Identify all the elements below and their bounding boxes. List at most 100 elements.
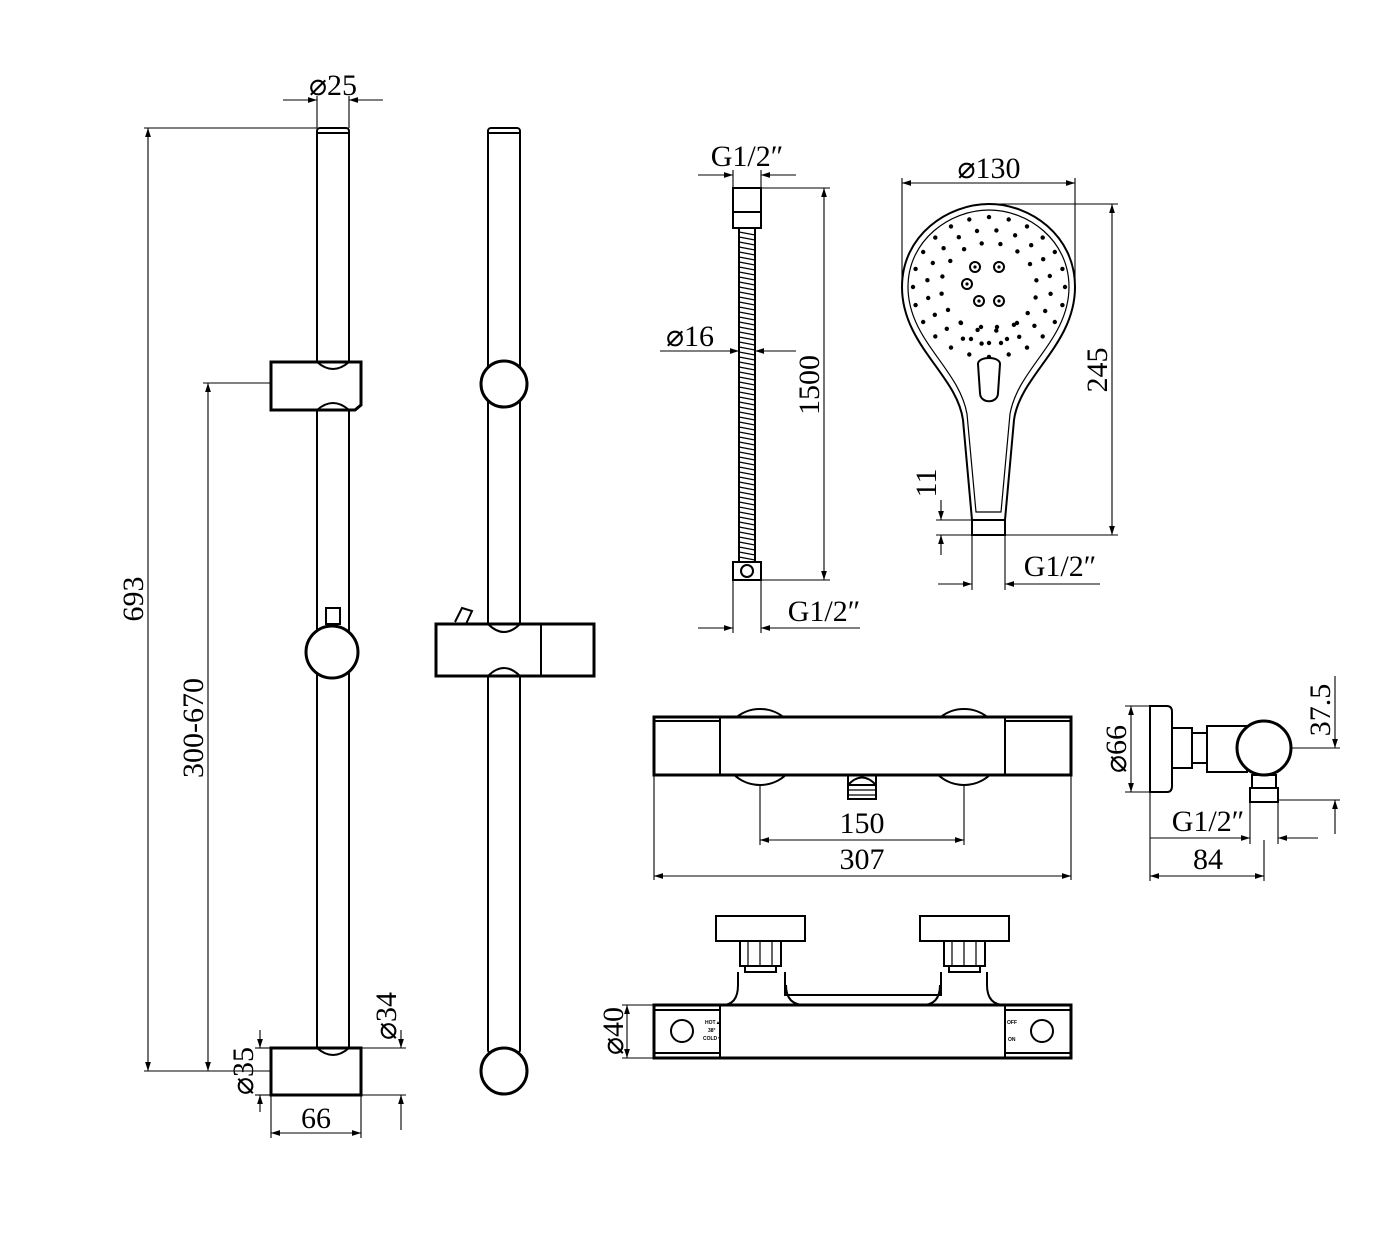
nozzle-dot bbox=[994, 228, 999, 233]
nozzle-dot bbox=[933, 235, 938, 240]
nozzle-dot bbox=[945, 307, 951, 313]
nozzle-dot bbox=[1027, 261, 1033, 267]
rail-height-label: 693 bbox=[117, 577, 150, 622]
bracket-width-label: 66 bbox=[301, 1102, 331, 1135]
cold-mark: COLD▼ bbox=[703, 1036, 722, 1042]
rail-pipe-side bbox=[487, 127, 521, 1054]
nozzle-dot bbox=[948, 345, 954, 350]
nozzle-dot bbox=[975, 327, 980, 333]
left-inlet-flange bbox=[715, 915, 806, 942]
shower-holder-side bbox=[434, 622, 596, 678]
mixer-bottom-view: HOT▲ 38° COLD▼ OFF ON ⌀40 bbox=[597, 915, 1073, 1060]
off-mark: OFF bbox=[1007, 1020, 1017, 1026]
nozzle-dot bbox=[1043, 308, 1048, 314]
hose-top-connector-label: G1/2″ bbox=[711, 140, 784, 173]
flange-diameter-label: ⌀66 bbox=[1100, 725, 1133, 773]
hot-mark: HOT▲ bbox=[705, 1020, 721, 1026]
nozzle-dot bbox=[1032, 323, 1037, 328]
nozzle-dot bbox=[1014, 320, 1020, 326]
nozzle-ring-center bbox=[977, 299, 981, 303]
slider-knob bbox=[304, 624, 360, 680]
wall-bracket bbox=[269, 1046, 363, 1097]
mixer-body bbox=[652, 715, 1073, 777]
body-diameter-label: ⌀40 bbox=[597, 1007, 630, 1055]
nozzle-dot bbox=[967, 352, 972, 357]
flow-screw bbox=[1030, 1019, 1054, 1043]
nozzle-dot bbox=[1006, 217, 1011, 222]
nozzle-dot bbox=[948, 224, 954, 229]
nozzle-dot bbox=[944, 326, 949, 331]
mixer-outlet bbox=[847, 784, 877, 800]
nozzle-dot bbox=[941, 246, 946, 251]
nozzle-dot bbox=[921, 319, 926, 325]
nozzle-dot bbox=[926, 295, 931, 301]
outlet-offset-label: 37.5 bbox=[1304, 684, 1337, 737]
bracket-diameter-label: ⌀35 bbox=[227, 1047, 260, 1095]
temperature-screw bbox=[670, 1019, 694, 1043]
nozzle-dot bbox=[974, 228, 980, 234]
knob-tab bbox=[325, 607, 341, 625]
nozzle-dot bbox=[998, 241, 1003, 247]
nozzle-dot bbox=[1052, 249, 1058, 255]
nozzle-dot bbox=[986, 354, 992, 360]
total-width-label: 307 bbox=[840, 843, 885, 876]
mixer-side-view: ⌀66 37.5 G1/2″ 84 bbox=[1100, 676, 1340, 881]
head-diameter-label: ⌀130 bbox=[957, 152, 1020, 185]
side-depth-label: 84 bbox=[1193, 843, 1223, 876]
nozzle-dot bbox=[979, 241, 984, 246]
nozzle-dot bbox=[1033, 295, 1038, 300]
nozzle-dot bbox=[1041, 257, 1046, 262]
nozzle-dot bbox=[1025, 310, 1030, 316]
nozzle-dot bbox=[925, 278, 930, 283]
nozzle-ring-center bbox=[997, 265, 1001, 269]
nozzle-dot bbox=[1060, 302, 1065, 308]
nozzle-dot bbox=[910, 284, 916, 290]
nozzle-dot bbox=[1047, 273, 1053, 279]
nozzle-dot bbox=[1060, 266, 1065, 272]
slider-lever bbox=[454, 606, 474, 625]
nozzle-dot bbox=[1024, 224, 1030, 229]
temp-mark: 38° bbox=[708, 1028, 716, 1034]
nozzle-dot bbox=[1012, 233, 1018, 238]
nozzle-dot bbox=[1024, 345, 1030, 350]
nozzle-dot bbox=[1004, 336, 1010, 342]
nozzle-dot bbox=[1015, 249, 1020, 254]
right-inlet-flange bbox=[919, 915, 1010, 942]
nozzle-dot bbox=[967, 217, 972, 222]
hose-diameter-label: ⌀16 bbox=[666, 320, 714, 353]
nozzle-ring-center bbox=[997, 299, 1001, 303]
nozzle-dot bbox=[948, 258, 953, 264]
nozzle-dot bbox=[940, 274, 945, 279]
hand-shower-connector bbox=[971, 519, 1006, 536]
nozzle-dot bbox=[1052, 319, 1058, 325]
spray-nozzles bbox=[910, 214, 1068, 360]
nozzle-dot bbox=[994, 324, 1000, 330]
slide-rail-side-view bbox=[434, 127, 596, 1096]
nozzle-dot bbox=[986, 214, 992, 220]
nozzle-dot bbox=[1040, 334, 1045, 339]
hose-length-label: 1500 bbox=[793, 355, 826, 415]
hand-shower-length-label: 245 bbox=[1081, 348, 1114, 393]
nozzle-dot bbox=[913, 302, 918, 308]
on-mark: ON bbox=[1008, 1037, 1016, 1043]
nozzle-dot bbox=[1040, 235, 1045, 240]
nozzle-dot bbox=[1048, 291, 1053, 296]
nozzle-dot bbox=[939, 291, 944, 296]
hand-shower: ⌀130 245 11 G1/2″ bbox=[900, 152, 1118, 590]
nozzle-ring-center bbox=[973, 265, 977, 269]
rail-pipe bbox=[316, 127, 350, 1054]
nozzle-dot bbox=[1006, 352, 1011, 357]
nozzle-dot bbox=[998, 340, 1004, 346]
nozzle-dot bbox=[994, 328, 999, 333]
nozzle-dot bbox=[933, 334, 938, 339]
nozzle-dot bbox=[968, 336, 974, 342]
side-connector-label: G1/2″ bbox=[1172, 805, 1245, 838]
hose-nut-top bbox=[732, 187, 762, 229]
nozzle-dot bbox=[913, 266, 918, 272]
mixer-bottom-body bbox=[652, 1003, 1073, 1060]
slide-rail-front-view: ⌀25 693 300-670 ⌀35 ⌀34 66 bbox=[117, 69, 406, 1138]
nozzle-dot bbox=[932, 312, 937, 317]
nozzle-dot bbox=[1029, 243, 1034, 248]
rail-diameter-label: ⌀25 bbox=[309, 69, 357, 102]
adjust-range-label: 300-670 bbox=[177, 678, 210, 778]
